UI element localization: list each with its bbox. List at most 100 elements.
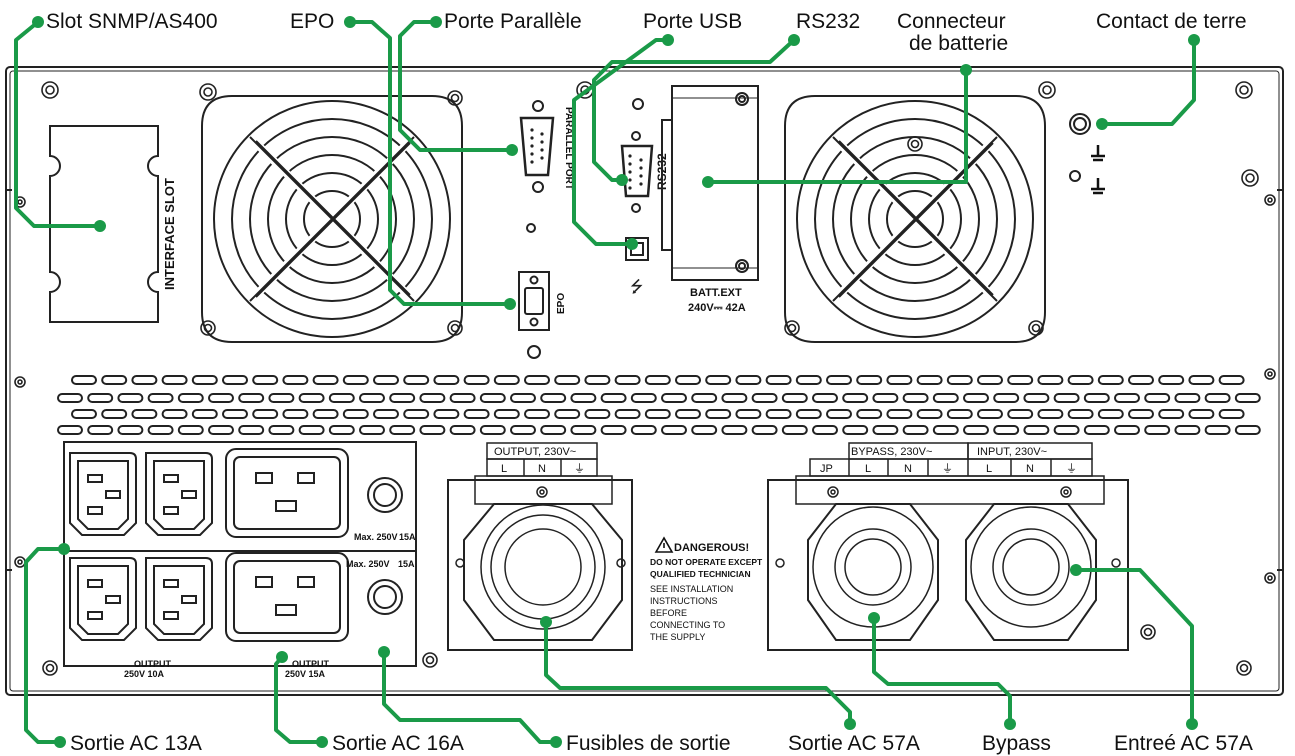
vent-slot — [1218, 409, 1245, 419]
output-13a-label-1: OUTPUT — [134, 659, 172, 669]
vent-slot — [584, 409, 611, 419]
batt-rating-label: 240V⎓ 42A — [688, 302, 746, 314]
vent-slot — [1174, 393, 1201, 403]
vent-slot — [71, 375, 97, 385]
vent-slot — [222, 375, 248, 385]
vent-slot — [675, 409, 701, 419]
vent-slot — [117, 393, 144, 403]
vent-slot — [191, 409, 218, 419]
vent-slot — [1037, 375, 1064, 385]
vent-slot — [298, 393, 325, 403]
callout-fuses: Fusibles de sortie — [566, 732, 731, 755]
vent-slot — [1007, 375, 1034, 385]
callout-out-57a: Sortie AC 57A — [788, 732, 920, 755]
output-terminal-block — [447, 442, 633, 651]
vent-slot — [71, 409, 97, 419]
vent-slot — [842, 425, 869, 435]
ground-terminal — [1069, 113, 1091, 182]
vent-slot — [1023, 393, 1050, 403]
vent-slot — [222, 409, 248, 419]
warning-line-6: CONNECTING TO — [650, 620, 725, 630]
vent-slot — [765, 375, 792, 385]
c13-outlet — [69, 452, 137, 536]
vent-slot — [1083, 393, 1110, 403]
vent-slot — [540, 393, 567, 403]
callout-bypass: Bypass — [982, 732, 1051, 755]
input-col-earth-icon: ⏚ — [1066, 462, 1077, 475]
vent-slot — [902, 393, 929, 403]
vent-slot — [661, 393, 687, 403]
vent-slot — [359, 425, 385, 435]
vent-slot — [1007, 409, 1034, 419]
vent-slot — [721, 393, 748, 403]
vent-slot — [252, 409, 279, 419]
vent-slot — [826, 375, 852, 385]
bypass-col-l: L — [865, 463, 871, 475]
vent-slot — [812, 425, 838, 435]
warning-line-4: INSTRUCTIONS — [650, 596, 718, 606]
vent-slot — [963, 425, 989, 435]
leader-ground — [1100, 38, 1196, 126]
vent-slot — [554, 375, 581, 385]
vent-slot — [765, 409, 792, 419]
vent-slot — [826, 409, 852, 419]
callout-out-16a: Sortie AC 16A — [332, 732, 464, 755]
c13-outlet — [69, 557, 137, 641]
c19-outlet — [225, 552, 349, 642]
output-13a-label-2: 250V 10A — [124, 669, 165, 679]
vent-slot — [993, 425, 1020, 435]
vent-slot — [1204, 393, 1231, 403]
callout-out-13a: Sortie AC 13A — [70, 732, 202, 755]
vent-slot — [101, 375, 128, 385]
vent-slot — [510, 425, 536, 435]
vent-slot — [751, 425, 778, 435]
vent-slot — [57, 425, 83, 435]
vent-slot — [131, 409, 158, 419]
vent-slot — [691, 393, 718, 403]
vent-slot — [1144, 393, 1171, 403]
vent-slots — [57, 375, 1261, 435]
vent-slot — [403, 409, 430, 419]
vent-slot — [433, 375, 460, 385]
vent-slot — [644, 375, 671, 385]
leader-epo — [348, 20, 512, 306]
leader-bypass — [872, 616, 1012, 726]
fuse-rating-top-value: 15A — [399, 532, 416, 542]
vent-slot — [419, 425, 446, 435]
vent-slot — [856, 409, 883, 419]
vent-slot — [268, 425, 295, 435]
leader-lines — [14, 20, 1196, 744]
vent-slot — [463, 375, 490, 385]
vent-slot — [946, 409, 973, 419]
vent-slot — [479, 393, 506, 403]
vent-slot — [101, 409, 128, 419]
vent-slot — [1053, 425, 1080, 435]
vent-slot — [630, 393, 657, 403]
vent-slot — [721, 425, 748, 435]
vent-slot — [449, 393, 476, 403]
leader-dots — [32, 16, 1200, 748]
vent-slot — [328, 425, 355, 435]
callout-in-57a: Entreé AC 57A — [1114, 732, 1253, 755]
bypass-terminal-title: BYPASS, 230V~ — [851, 446, 932, 458]
vent-slot — [342, 409, 369, 419]
output-fuses — [367, 477, 403, 615]
leader-slot-snmp — [14, 20, 102, 228]
vent-slot — [1037, 409, 1064, 419]
input-col-l: L — [986, 463, 992, 475]
vent-slot — [373, 375, 399, 385]
vent-slot — [600, 393, 627, 403]
vent-slot — [977, 409, 1003, 419]
vent-slot — [916, 375, 943, 385]
vent-slot — [524, 375, 550, 385]
vent-slot — [238, 393, 265, 403]
callout-parallel-port: Porte Parallèle — [444, 10, 582, 33]
vent-slot — [342, 375, 369, 385]
callout-epo: EPO — [290, 10, 335, 33]
vent-slot — [177, 393, 204, 403]
vent-slot — [705, 409, 732, 419]
parallel-port-label: PARALLEL PORT — [563, 107, 574, 190]
vent-slot — [373, 409, 399, 419]
vent-slot — [161, 409, 188, 419]
